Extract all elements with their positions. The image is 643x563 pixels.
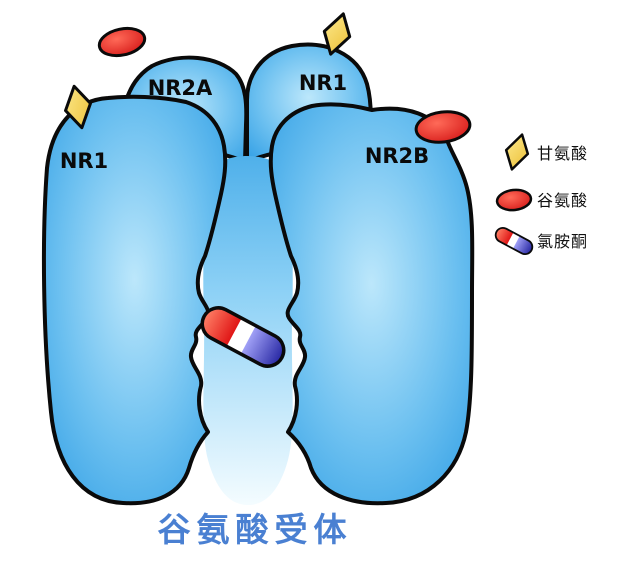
glutamate-ellipse-icon (495, 188, 533, 212)
legend-label-ketamine: 氯胺酮 (537, 232, 588, 251)
ketamine-capsule (200, 306, 286, 368)
subunit-nr1-left-shape (41, 94, 228, 506)
legend: 甘氨酸 谷氨酸 氯胺酮 (494, 133, 588, 255)
glycine-diamond-icon (64, 84, 92, 130)
diagram-title: 谷氨酸受体 (158, 510, 353, 549)
legend-label-glutamate: 谷氨酸 (537, 191, 588, 210)
legend-item-ketamine: 氯胺酮 (494, 227, 588, 255)
glycine-diamond-icon (504, 133, 530, 171)
glycine-diamond-icon (322, 12, 352, 56)
legend-label-glycine: 甘氨酸 (537, 144, 588, 163)
subunit-label-nr2a: NR2A (148, 76, 213, 100)
subunit-label-nr1-left: NR1 (60, 149, 108, 173)
subunit-label-nr2b: NR2B (365, 144, 429, 168)
glutamate-ellipse-icon (414, 110, 472, 144)
legend-item-glycine: 甘氨酸 (504, 133, 588, 171)
ketamine-capsule-icon (494, 227, 534, 255)
subunit-label-nr1-top: NR1 (299, 71, 347, 95)
legend-item-glutamate: 谷氨酸 (495, 188, 588, 212)
subunit-nr2b-shape (268, 102, 475, 506)
glutamate-ellipse-icon (97, 26, 147, 58)
